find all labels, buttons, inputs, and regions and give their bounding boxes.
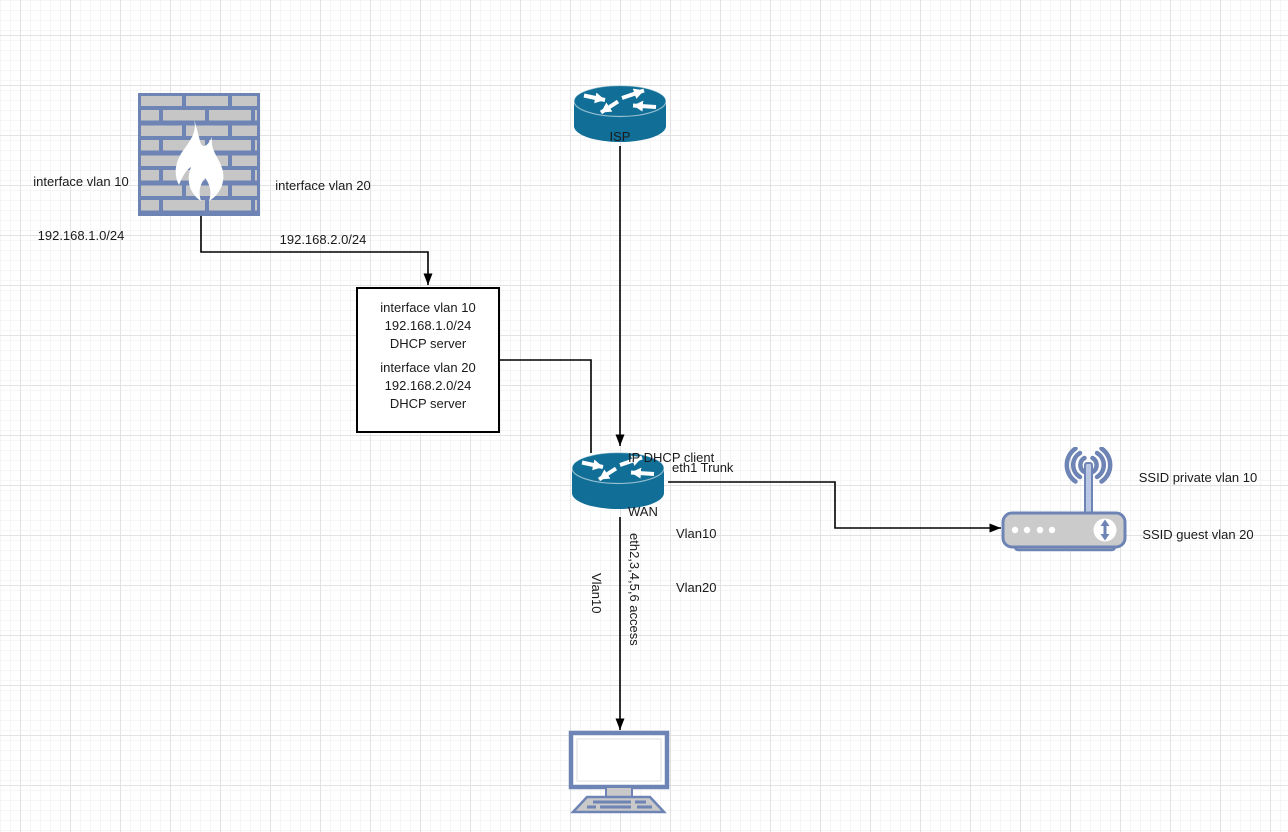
monitor-stand: [605, 786, 633, 798]
vlan-config-box[interactable]: interface vlan 10 192.168.1.0/24 DHCP se…: [356, 287, 500, 433]
wireless-ap-icon[interactable]: [1001, 447, 1129, 559]
edge-configbox-to-router: [500, 359, 592, 453]
ap-antenna-mast: [1084, 462, 1093, 520]
trunk-vlans-label: Vlan10 Vlan20: [676, 526, 717, 595]
wan-label: IP DHCP client WAN: [628, 450, 715, 519]
flame-icon: [175, 119, 224, 201]
wifi-waves-icon: [1064, 447, 1113, 484]
isp-label: ISP: [609, 129, 631, 144]
vlan10-config: interface vlan 10 192.168.1.0/24 DHCP se…: [380, 300, 476, 351]
ap-led-dots: [1011, 526, 1056, 534]
ap-body: [1001, 511, 1127, 549]
firewall-right-label: interface vlan 20 192.168.2.0/24: [275, 178, 371, 247]
edge-router-to-ap: [668, 481, 1001, 533]
access-ports-label: eth2,3,4,5,6 access: [627, 533, 642, 646]
access-vlan-label: Vlan10: [589, 573, 604, 614]
keyboard: [570, 795, 667, 814]
ssid-label: SSID private vlan 10 SSID guest vlan 20: [1138, 470, 1258, 542]
firewall-left-label: interface vlan 10 192.168.1.0/24: [33, 174, 129, 243]
trunk-port-label: eth1 Trunk: [672, 460, 734, 475]
ap-updown-icon: [1093, 518, 1117, 542]
monitor-screen: [568, 730, 670, 790]
keyboard-keys: [587, 800, 652, 809]
pc-icon[interactable]: [553, 729, 681, 815]
vlan20-config: interface vlan 20 192.168.2.0/24 DHCP se…: [380, 360, 476, 411]
firewall-icon[interactable]: [138, 93, 260, 216]
